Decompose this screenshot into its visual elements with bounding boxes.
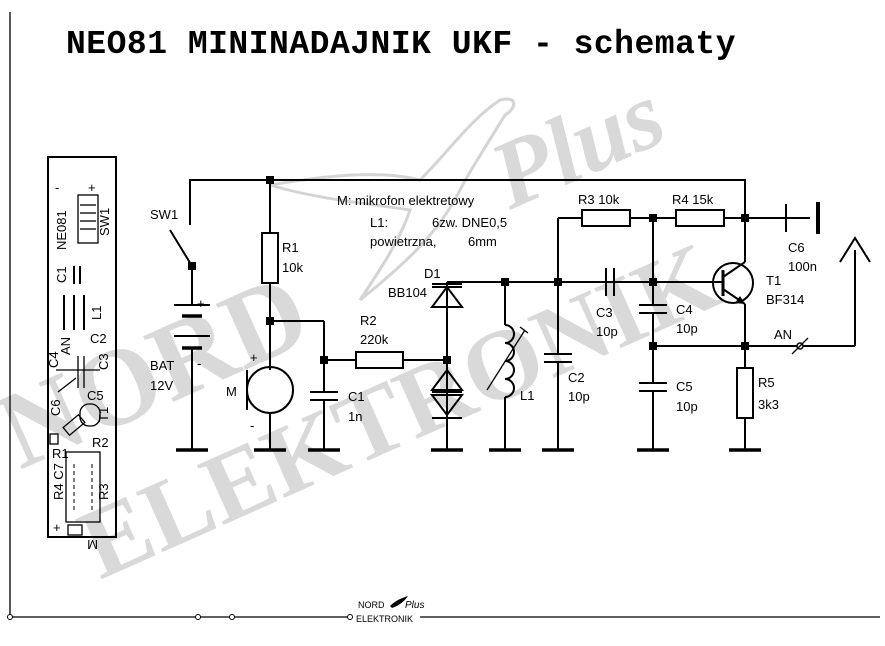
t1-value: BF314 bbox=[766, 292, 804, 307]
r4-label: R4 15k bbox=[672, 192, 714, 207]
pcb-c6-label: C6 bbox=[48, 399, 63, 416]
r2-label: R2 bbox=[360, 313, 377, 328]
pcb-mic-pad bbox=[67, 524, 83, 536]
l1-note-diameter: 6mm bbox=[468, 234, 497, 249]
c3-label: C3 bbox=[596, 305, 613, 320]
pcb-resistor-block bbox=[65, 451, 101, 523]
logo-plus: Plus bbox=[405, 600, 424, 611]
l1-note-core: powietrzna, bbox=[370, 234, 436, 249]
r3-label: R3 10k bbox=[578, 192, 620, 207]
page-title: NEO81 MININADAJNIK UKF - schematy bbox=[66, 26, 737, 63]
r1-label: R1 bbox=[282, 240, 299, 255]
pcb-transistor bbox=[79, 403, 101, 427]
c2-label: C2 bbox=[568, 370, 585, 385]
pcb-r2-label: R2 bbox=[92, 435, 109, 450]
c6-label: C6 bbox=[788, 240, 805, 255]
r2-value: 220k bbox=[360, 332, 389, 347]
frame bbox=[7, 12, 880, 620]
l1-note-prefix: L1: bbox=[370, 215, 388, 230]
watermark: NORD ELEKTRONIK Plus bbox=[0, 60, 733, 600]
component-labels: SW1 + - BAT 12V R1 10k + M - C1 1n R2 22… bbox=[150, 192, 817, 433]
mic-note: M: mikrofon elektretowy bbox=[337, 193, 475, 208]
c4-label: C4 bbox=[676, 302, 693, 317]
schematic-wires bbox=[169, 176, 871, 452]
d1-label: D1 bbox=[424, 266, 441, 281]
pcb-switch bbox=[77, 194, 99, 244]
pcb-c2-label: C2 bbox=[90, 331, 107, 346]
pcb-layout: - + NE081 SW1 C1 L1 C4 AN C2 C3 C5 C6 T1… bbox=[46, 156, 117, 552]
c2-value: 10p bbox=[568, 389, 590, 404]
pcb-r1-label: R1 bbox=[52, 446, 69, 461]
bat-plus-label: + bbox=[197, 296, 205, 311]
pcb-plus-label: + bbox=[88, 180, 96, 195]
d1-value: BB104 bbox=[388, 285, 427, 300]
pcb-m-label: M bbox=[87, 537, 98, 552]
pcb-c1-label: C1 bbox=[54, 266, 69, 283]
pcb-c5-label: C5 bbox=[87, 388, 104, 403]
pcb-plus-bottom: + bbox=[53, 520, 61, 535]
pcb-r4c7-label: R4 C7 bbox=[51, 463, 66, 500]
pcb-c4-label: C4 bbox=[46, 351, 61, 368]
pcb-sw1-label: SW1 bbox=[97, 208, 112, 236]
pcb-r3-label: R3 bbox=[96, 483, 111, 500]
watermark-plus: Plus bbox=[474, 60, 679, 230]
l1-note-turns: 6zw. DNE0,5 bbox=[432, 215, 507, 230]
r5-value: 3k3 bbox=[758, 397, 779, 412]
bat-minus-label: - bbox=[197, 356, 201, 371]
c1-value: 1n bbox=[348, 409, 362, 424]
sw1-label: SW1 bbox=[150, 207, 178, 222]
bat-value: 12V bbox=[150, 378, 173, 393]
pcb-outline bbox=[47, 156, 117, 538]
mic-minus-label: - bbox=[250, 418, 254, 433]
pcb-c3-label: C3 bbox=[96, 353, 111, 370]
pcb-t1-label: T1 bbox=[96, 407, 111, 422]
logo-bird-icon bbox=[390, 596, 408, 608]
c6-value: 100n bbox=[788, 259, 817, 274]
l1-label: L1 bbox=[520, 388, 534, 403]
pcb-an-label: AN bbox=[58, 337, 73, 355]
an-label: AN bbox=[774, 327, 792, 342]
c3-value: 10p bbox=[596, 324, 618, 339]
mic-plus-label: + bbox=[250, 350, 258, 365]
mic-label: M bbox=[226, 384, 237, 399]
c4-value: 10p bbox=[676, 321, 698, 336]
logo-nord: NORD bbox=[358, 600, 385, 610]
bat-label: BAT bbox=[150, 358, 174, 373]
pcb-minus-label: - bbox=[55, 180, 59, 195]
r1-value: 10k bbox=[282, 260, 303, 275]
c5-value: 10p bbox=[676, 399, 698, 414]
pcb-neo-label: NE081 bbox=[54, 210, 69, 250]
notes: M: mikrofon elektretowy L1: 6zw. DNE0,5 … bbox=[337, 193, 507, 249]
bottom-logo: NORD Plus ELEKTRONIK bbox=[356, 596, 424, 624]
logo-elektronik: ELEKTRONIK bbox=[356, 614, 413, 624]
sw1-lever bbox=[169, 229, 193, 267]
pcb-l1-label: L1 bbox=[89, 306, 104, 320]
r5-label: R5 bbox=[758, 375, 775, 390]
t1-label: T1 bbox=[766, 273, 781, 288]
c5-label: C5 bbox=[676, 379, 693, 394]
c1-label: C1 bbox=[348, 389, 365, 404]
